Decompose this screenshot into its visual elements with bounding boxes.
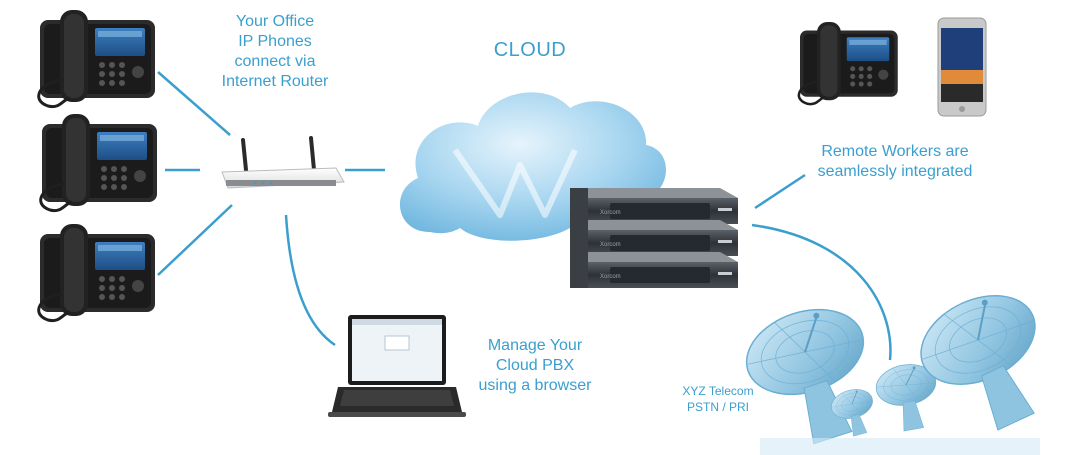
router-icon [221,136,345,189]
server-rack-icon [570,188,738,288]
smartphone-icon [937,17,987,117]
office-label-line-2: IP Phones [238,33,312,50]
remote-desk-phone [797,20,900,106]
office-label-line-1: Your Office [235,13,315,30]
manage-label-line-2: Cloud PBX [495,357,575,374]
desk-phone-2 [39,112,159,213]
manage-label-line-1: Manage Your [487,337,583,354]
connector-lines [157,71,892,361]
telecom-label: XYZ Telecom PSTN / PRI [668,384,768,415]
remote-label-line-2: seamlessly integrated [817,163,973,180]
remote-workers-label: Remote Workers are seamlessly integrated [785,142,1005,182]
desk-phone-1 [37,8,157,109]
laptop-icon [328,315,466,417]
manage-pbx-label: Manage Your Cloud PBX using a browser [460,336,610,396]
telecom-label-line-2: PSTN / PRI [686,399,749,414]
remote-label-line-1: Remote Workers are [821,143,969,160]
satellite-dish-icon [734,277,1068,455]
desk-phone-3 [37,222,157,323]
cloud-label: CLOUD [493,39,567,61]
office-label-line-3: connect via [234,53,316,70]
office-label-line-4: Internet Router [221,73,329,90]
telecom-label-line-1: XYZ Telecom [682,384,754,398]
office-phones-label: Your Office IP Phones connect via Intern… [195,12,355,92]
manage-label-line-3: using a browser [478,377,592,394]
